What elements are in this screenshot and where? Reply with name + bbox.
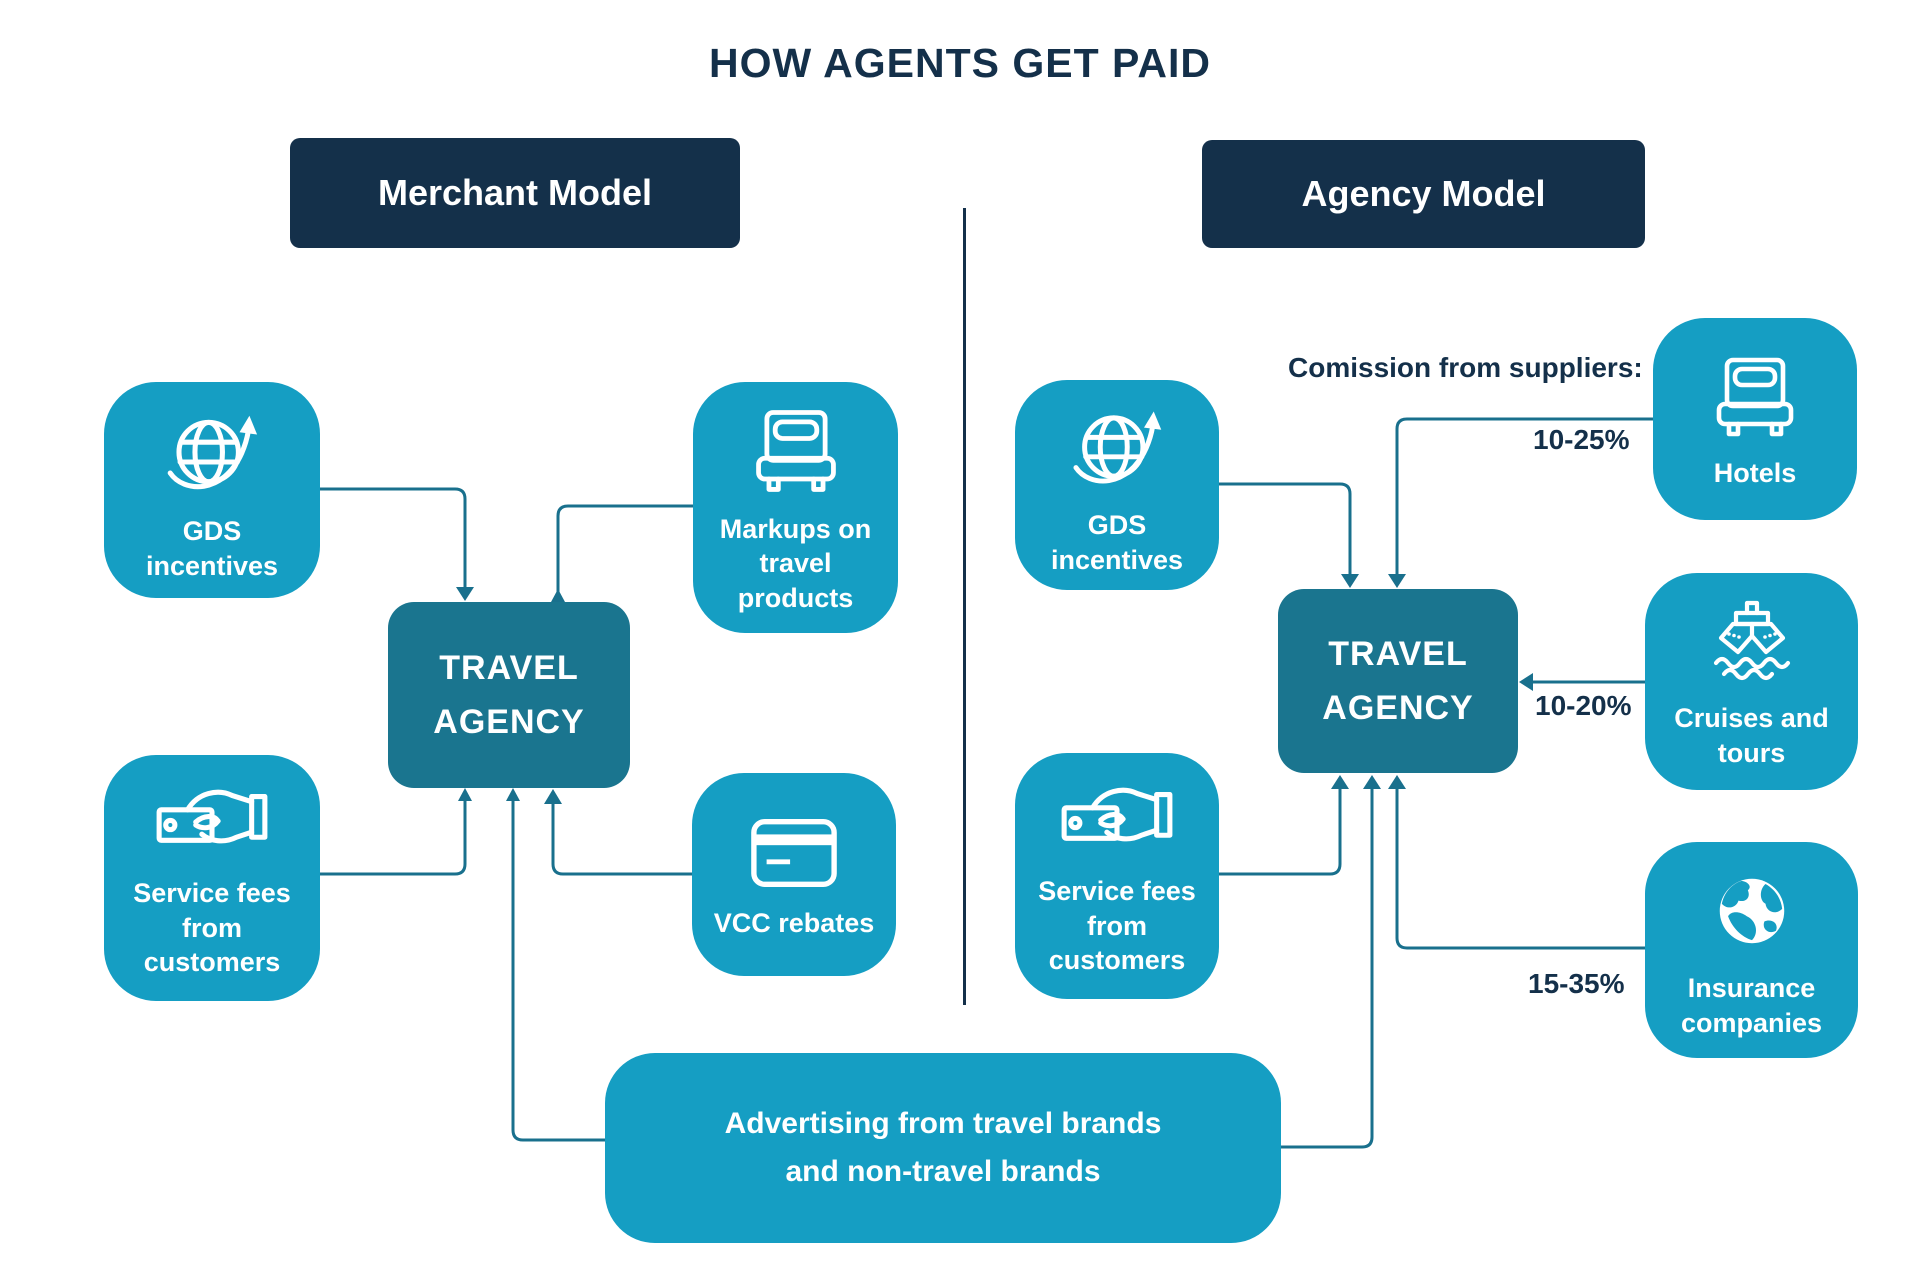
merchant-travel-agency-label: TRAVEL AGENCY xyxy=(433,648,585,741)
merchant-travel-agency-box: TRAVEL AGENCY xyxy=(388,602,630,788)
merchant-markups-box: Markups on travel products xyxy=(693,382,898,633)
cruises-tours-label: Cruises and tours xyxy=(1674,702,1829,768)
merchant-vcc-rebates-box: VCC rebates xyxy=(692,773,896,976)
earth-icon xyxy=(1719,879,1784,944)
credit-card-icon xyxy=(751,819,837,888)
merchant-service-fees-label: Service fees from customers xyxy=(133,878,291,978)
hotels-box: Hotels xyxy=(1653,318,1857,520)
merchant-markups-label: Markups on travel products xyxy=(719,513,872,613)
money-hand-icon xyxy=(1061,787,1173,842)
bed-icon xyxy=(1716,357,1794,437)
hotels-label: Hotels xyxy=(1713,457,1797,488)
agency-gds-incentives-label: GDS incentives xyxy=(1050,510,1184,575)
merchant-model-header: Merchant Model xyxy=(290,138,740,248)
insurance-companies-box: Insurance companies xyxy=(1645,842,1858,1058)
money-hand-icon xyxy=(156,789,268,844)
globe-arrow-icon xyxy=(1073,411,1162,484)
merchant-service-fees-box: Service fees from customers xyxy=(104,755,320,1001)
advertising-box: Advertising from travel brands and non-t… xyxy=(605,1053,1281,1243)
commission-suppliers-label: Comission from suppliers: xyxy=(1288,352,1643,383)
merchant-gds-incentives-label: GDS incentives xyxy=(145,516,279,581)
agency-model-header: Agency Model xyxy=(1202,140,1645,248)
merchant-vcc-rebates-label: VCC rebates xyxy=(713,908,875,939)
agency-model-header-label: Agency Model xyxy=(1301,173,1546,214)
model-divider xyxy=(963,208,966,1005)
merchant-model-header-label: Merchant Model xyxy=(377,172,653,213)
hotels-percent: 10-25% xyxy=(1533,424,1630,455)
agency-gds-incentives-box: GDS incentives xyxy=(1015,380,1219,590)
agency-service-fees-box: Service fees from customers xyxy=(1015,753,1219,999)
agency-travel-agency-label: TRAVEL AGENCY xyxy=(1322,634,1474,727)
agency-service-fees-label: Service fees from customers xyxy=(1038,876,1196,976)
bed-icon xyxy=(755,409,836,492)
page-title: HOW AGENTS GET PAID xyxy=(709,40,1211,86)
merchant-gds-incentives-box: GDS incentives xyxy=(104,382,320,598)
insurance-companies-label: Insurance companies xyxy=(1680,973,1823,1038)
cruises-percent: 10-20% xyxy=(1535,690,1632,721)
advertising-label: Advertising from travel brands and non-t… xyxy=(724,1107,1162,1188)
insurance-percent: 15-35% xyxy=(1528,968,1625,999)
ship-icon xyxy=(1713,600,1790,681)
agency-travel-agency-box: TRAVEL AGENCY xyxy=(1278,589,1518,773)
globe-arrow-icon xyxy=(167,416,258,490)
cruises-tours-box: Cruises and tours xyxy=(1645,573,1858,790)
